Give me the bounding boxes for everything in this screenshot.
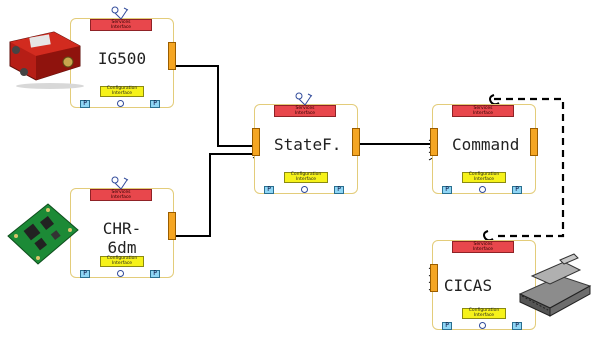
circle-port[interactable] bbox=[117, 270, 124, 277]
antenna-icon bbox=[295, 92, 313, 106]
imu-device-image bbox=[9, 31, 84, 89]
component-label: CICAS bbox=[443, 276, 493, 295]
hook-arrow-bottom bbox=[483, 230, 494, 242]
output-port[interactable] bbox=[352, 128, 360, 156]
circle-port[interactable] bbox=[479, 322, 486, 329]
p-port-left[interactable]: P bbox=[80, 100, 90, 108]
wire-chr-statef bbox=[172, 153, 258, 237]
component-label: Command bbox=[452, 135, 520, 154]
input-port[interactable] bbox=[252, 128, 260, 156]
input-port[interactable] bbox=[430, 128, 438, 156]
output-port[interactable] bbox=[168, 212, 176, 240]
tracked-robot-image bbox=[518, 253, 592, 317]
component-label: CHR-6dm bbox=[102, 219, 142, 257]
circle-port[interactable] bbox=[479, 186, 486, 193]
input-port[interactable] bbox=[430, 264, 438, 292]
circle-port[interactable] bbox=[301, 186, 308, 193]
p-port-right[interactable]: P bbox=[150, 270, 160, 278]
component-label: IG500 bbox=[97, 49, 147, 68]
antenna-icon bbox=[111, 6, 129, 20]
wire-command-cicas-dashed bbox=[494, 97, 565, 238]
p-port-left[interactable]: P bbox=[442, 322, 452, 330]
p-port-right[interactable]: P bbox=[512, 322, 522, 330]
p-port-right[interactable]: P bbox=[512, 186, 522, 194]
p-port-right[interactable]: P bbox=[150, 100, 160, 108]
wire-ig500-statef bbox=[172, 65, 258, 147]
output-port[interactable] bbox=[168, 42, 176, 70]
component-label: StateF. bbox=[274, 135, 342, 154]
p-port-left[interactable]: P bbox=[442, 186, 452, 194]
sensor-board-image bbox=[7, 203, 79, 265]
p-port-left[interactable]: P bbox=[264, 186, 274, 194]
antenna-icon bbox=[111, 176, 129, 190]
p-port-right[interactable]: P bbox=[334, 186, 344, 194]
p-port-left[interactable]: P bbox=[80, 270, 90, 278]
circle-port[interactable] bbox=[117, 100, 124, 107]
output-port[interactable] bbox=[530, 128, 538, 156]
